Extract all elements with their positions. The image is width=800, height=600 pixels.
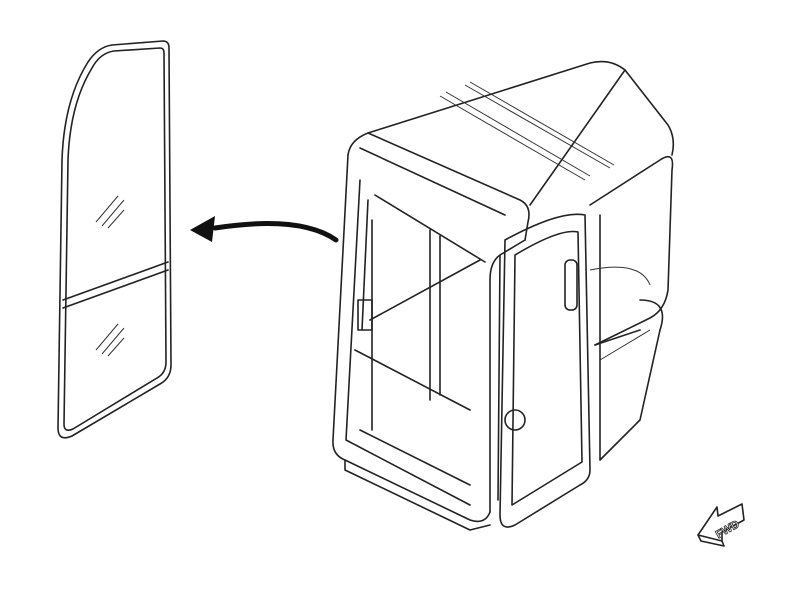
glass-panel [57,40,172,439]
fwd-label: FWD [714,518,742,541]
forward-direction-arrow: FWD [697,503,745,547]
removal-arrow [190,216,339,243]
operator-cab [332,60,675,531]
